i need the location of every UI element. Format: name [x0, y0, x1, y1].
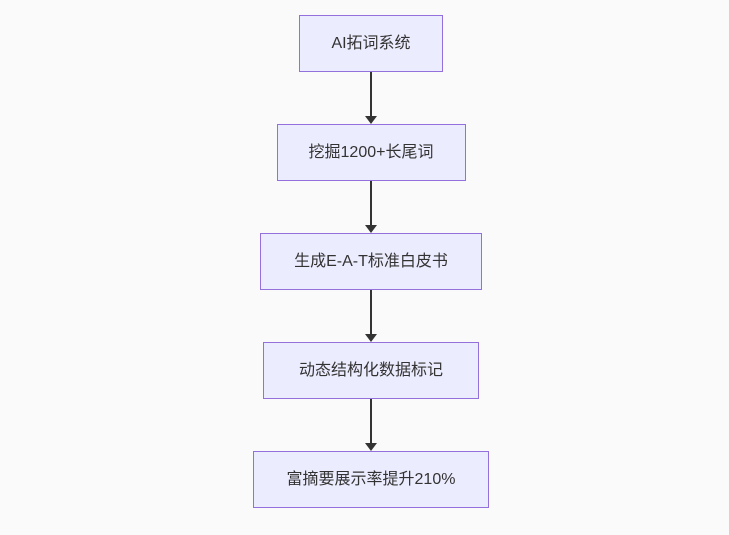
- flow-node-label: 富摘要展示率提升210%: [286, 470, 456, 488]
- arrow-shaft: [370, 181, 372, 225]
- flow-node-longtail-mining: 挖掘1200+长尾词: [276, 124, 466, 181]
- flow-node-eat-whitepaper: 生成E-A-T标准白皮书: [260, 233, 482, 290]
- arrow-shaft: [370, 290, 372, 334]
- flow-node-label: AI拓词系统: [331, 34, 411, 52]
- flow-node-label: 生成E-A-T标准白皮书: [294, 252, 448, 270]
- arrowhead-down-icon: [365, 116, 377, 124]
- flow-arrow: [365, 290, 377, 342]
- arrowhead-down-icon: [365, 443, 377, 451]
- arrow-shaft: [370, 72, 372, 116]
- flow-arrow: [365, 181, 377, 233]
- flow-node-label: 挖掘1200+长尾词: [308, 143, 434, 161]
- arrowhead-down-icon: [365, 334, 377, 342]
- arrow-shaft: [370, 399, 372, 443]
- flow-arrow: [365, 399, 377, 451]
- flowchart-column: AI拓词系统 挖掘1200+长尾词 生成E-A-T标准白皮书 动态结构化数据标记: [253, 15, 489, 508]
- flow-node-structured-data-markup: 动态结构化数据标记: [263, 342, 479, 399]
- flow-node-ai-keyword-system: AI拓词系统: [299, 15, 443, 72]
- arrowhead-down-icon: [365, 225, 377, 233]
- flow-node-label: 动态结构化数据标记: [298, 361, 443, 379]
- flow-node-rich-snippet-result: 富摘要展示率提升210%: [253, 451, 489, 508]
- flow-arrow: [365, 72, 377, 124]
